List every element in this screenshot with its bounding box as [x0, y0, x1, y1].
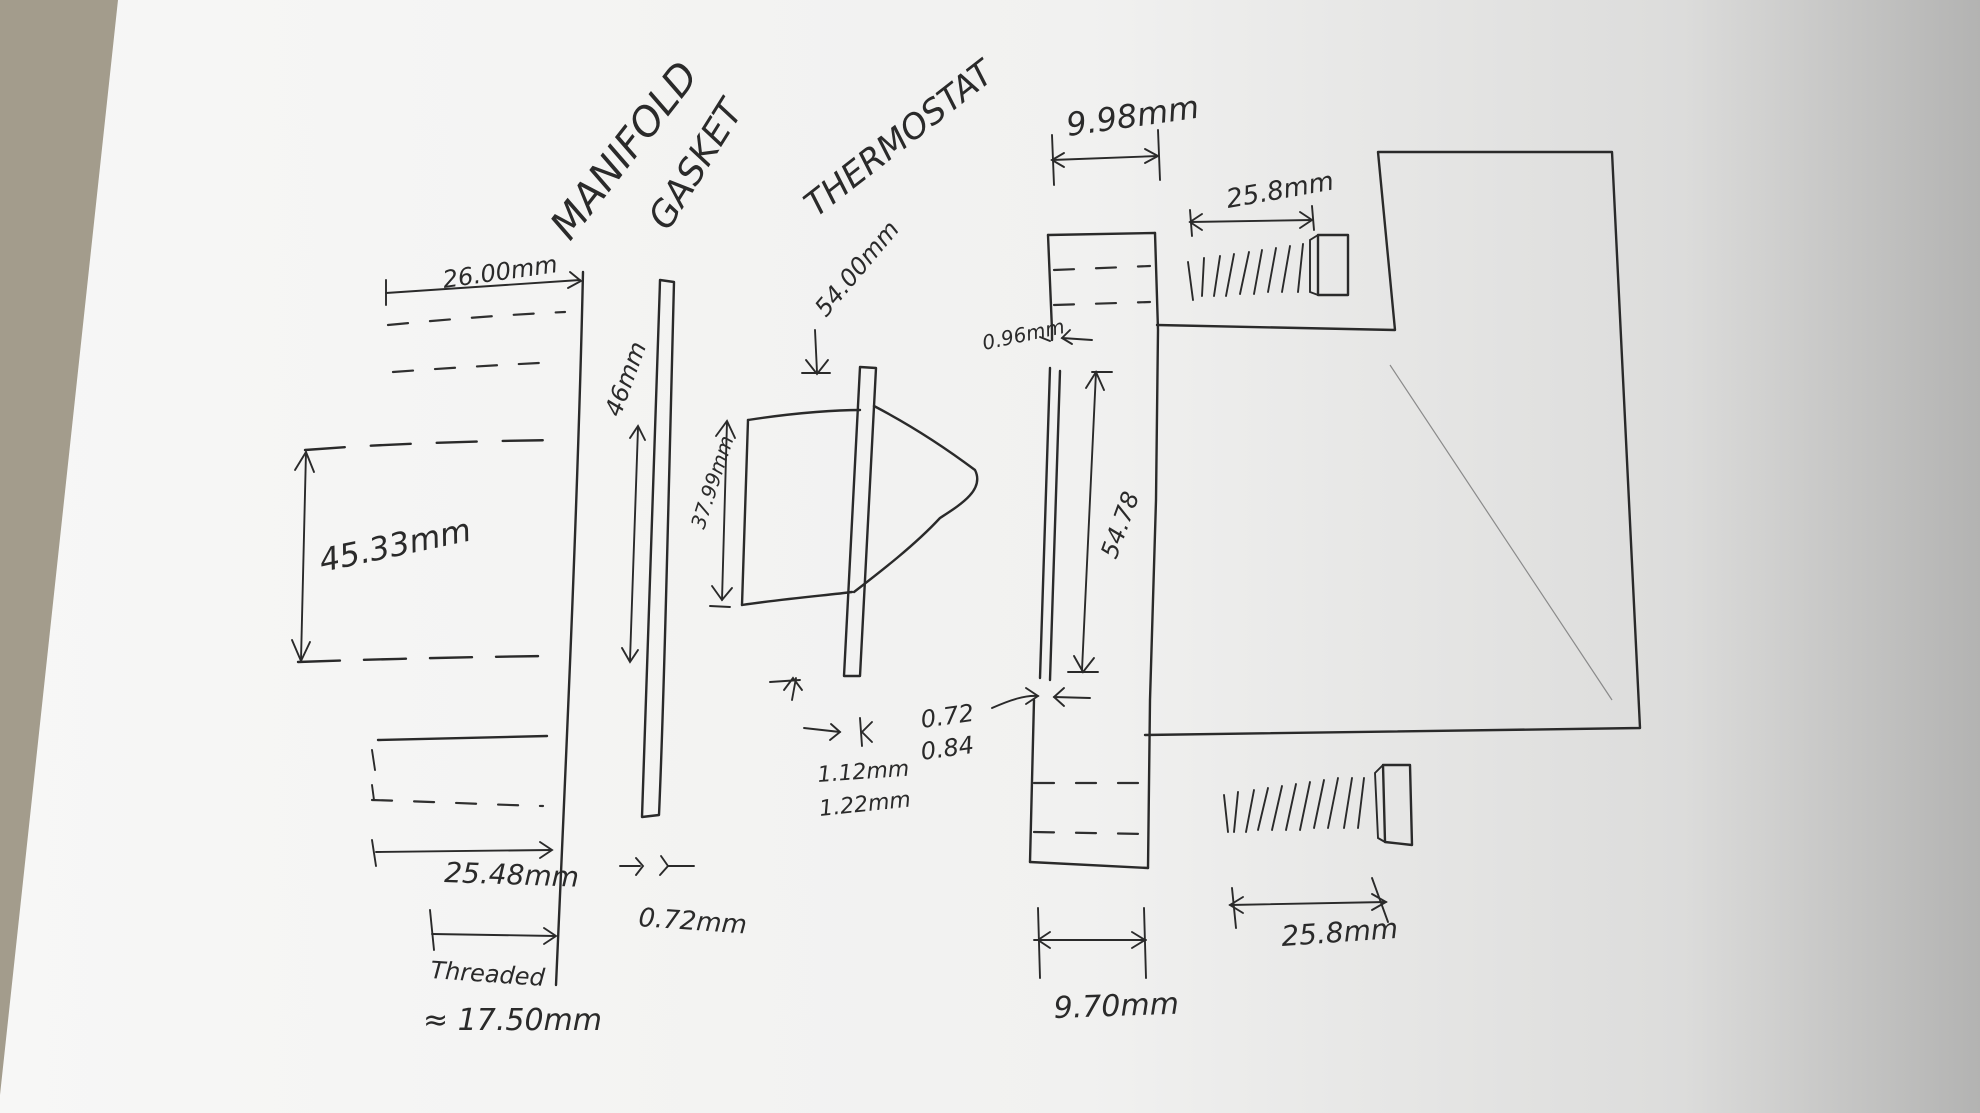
housing-bottom-width-label: 9.70mm	[1053, 987, 1179, 1026]
housing-drawing	[991, 129, 1642, 979]
gasket-drawing	[619, 278, 695, 876]
thermostat-drawing	[709, 329, 979, 747]
manifold-drawing	[291, 270, 585, 987]
bolt-thread-top	[1187, 243, 1304, 301]
manifold-width-bottom-label: 25.48mm	[444, 856, 580, 894]
housing-bolt-bottom-label: 25.8mm	[1280, 912, 1399, 953]
bolt-thread-bottom	[1223, 777, 1365, 833]
manifold-threaded-length-label: ≈ 17.50mm	[423, 1003, 602, 1038]
